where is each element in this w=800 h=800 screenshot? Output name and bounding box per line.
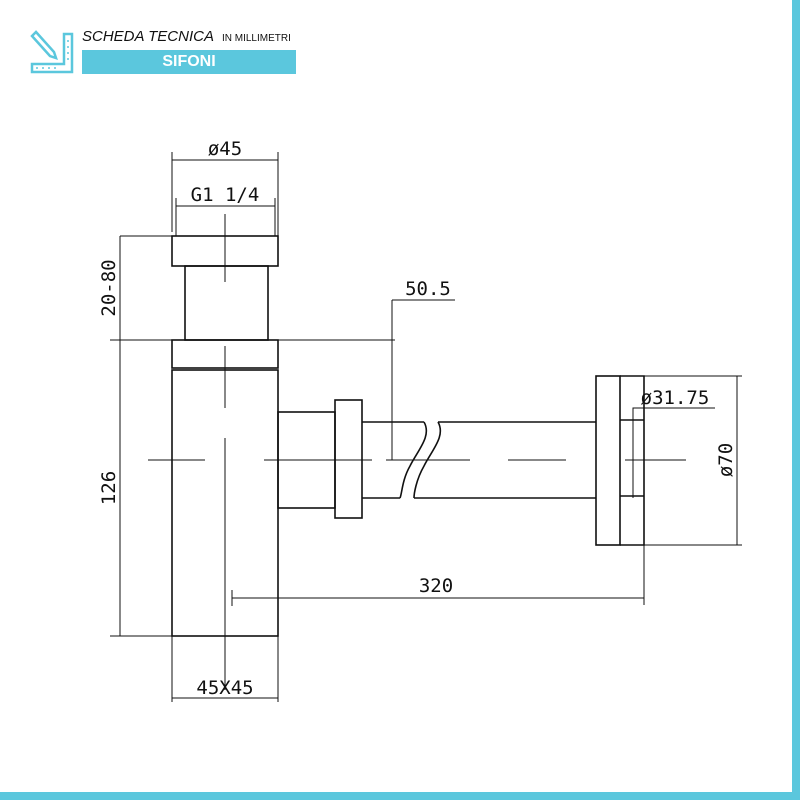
frame-border-bottom: [0, 792, 800, 800]
dim-length: 320: [419, 575, 453, 597]
ruler-pencil-icon: [30, 30, 74, 74]
dim-flange-diameter: ø70: [715, 443, 737, 477]
dim-thread: G1 1/4: [191, 184, 260, 206]
dim-body-height: 126: [98, 471, 120, 505]
category-band: SIFONI: [82, 50, 296, 74]
sheet-title: SCHEDA TECNICA IN MILLIMETRI: [82, 28, 291, 45]
dim-cap-diameter: ø45: [208, 138, 242, 160]
title-text: SCHEDA TECNICA: [82, 28, 214, 45]
dim-outlet-height: 50.5: [405, 278, 451, 300]
dim-body-section: 45X45: [196, 677, 253, 699]
centerlines: [148, 214, 686, 690]
dim-height-adjust: 20-80: [98, 259, 120, 316]
dimension-lines: [110, 152, 742, 702]
units-text: IN MILLIMETRI: [221, 33, 291, 44]
frame-border-right: [792, 0, 800, 800]
dim-pipe-diameter: ø31.75: [641, 387, 710, 409]
